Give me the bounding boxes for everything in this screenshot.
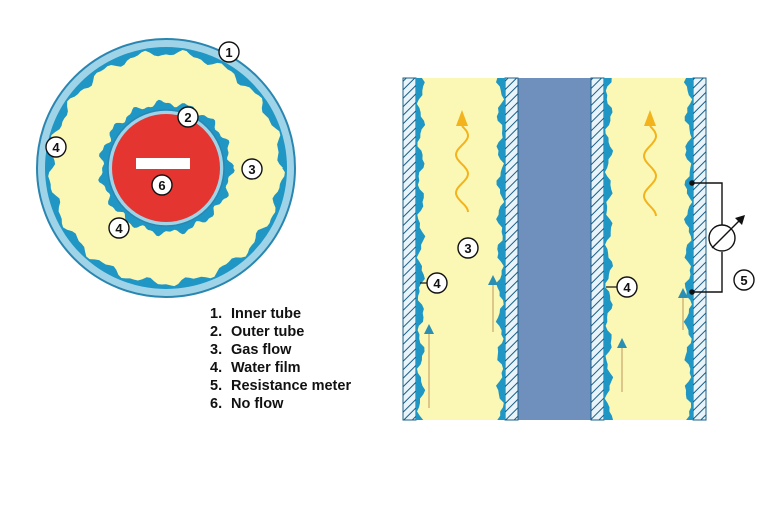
- callout-2: 2: [177, 106, 199, 128]
- water-film-strip: [604, 78, 614, 420]
- inner-tube-wall-right: [590, 77, 605, 421]
- callout-3-label: 3: [248, 162, 255, 177]
- outer-tube-wall-left: [402, 77, 417, 421]
- legend: 1. Inner tube 2. Outer tube 3. Gas flow …: [210, 306, 351, 412]
- callout-3-label: 3: [464, 241, 471, 256]
- resistance-meter: [689, 180, 745, 295]
- callout-4-cross-inner: 4: [108, 217, 130, 239]
- legend-label: Gas flow: [231, 342, 292, 358]
- inner-tube-wall-left: [504, 77, 519, 421]
- film-flow-arrowhead: [488, 275, 498, 285]
- legend-number: 4.: [210, 360, 222, 376]
- callout-4-long-right: 4: [606, 276, 638, 298]
- callout-4-label: 4: [115, 221, 123, 236]
- callout-6-label: 6: [158, 178, 165, 193]
- callout-3-long: 3: [457, 237, 479, 259]
- legend-number: 5.: [210, 378, 222, 394]
- legend-label: Water film: [231, 360, 301, 376]
- gas-flow-arrow: [642, 125, 658, 217]
- inner-tube-core: [518, 78, 591, 420]
- legend-item: 2. Outer tube: [210, 324, 304, 340]
- legend-label: Outer tube: [231, 324, 304, 340]
- callout-6: 6: [151, 174, 173, 196]
- legend-item: 1. Inner tube: [210, 306, 301, 322]
- callout-4-long-left: 4: [420, 272, 448, 294]
- legend-item: 5. Resistance meter: [210, 378, 351, 394]
- legend-label: Inner tube: [231, 306, 301, 322]
- gas-channel-right: [600, 78, 698, 420]
- callout-3-cross: 3: [241, 158, 263, 180]
- callout-4-label: 4: [623, 280, 631, 295]
- legend-item: 3. Gas flow: [210, 342, 292, 358]
- callout-4-cross-outer: 4: [45, 136, 67, 158]
- legend-number: 6.: [210, 396, 222, 412]
- legend-number: 1.: [210, 306, 222, 322]
- gas-flow-arrowhead: [456, 110, 468, 126]
- callout-5: 5: [733, 269, 755, 291]
- callout-4-label: 4: [433, 276, 441, 291]
- legend-number: 3.: [210, 342, 222, 358]
- film-flow-arrowhead: [424, 324, 434, 334]
- callout-5-label: 5: [740, 273, 747, 288]
- water-film-strip: [495, 78, 505, 420]
- gas-flow-arrow: [454, 125, 470, 213]
- water-film-strip: [683, 78, 693, 420]
- film-flow-arrowhead: [617, 338, 627, 348]
- legend-item: 4. Water film: [210, 360, 301, 376]
- water-film-strip: [416, 78, 426, 420]
- legend-label: No flow: [231, 396, 284, 412]
- callout-2-label: 2: [184, 110, 191, 125]
- film-flow-arrowhead: [678, 288, 688, 298]
- minus-sign-icon: [136, 158, 190, 169]
- longitudinal-section: 3 4 4 5: [402, 77, 755, 421]
- callout-4-label: 4: [52, 140, 60, 155]
- legend-number: 2.: [210, 324, 222, 340]
- outer-tube-wall-right: [692, 77, 707, 421]
- legend-item: 6. No flow: [210, 396, 284, 412]
- callout-1-label: 1: [225, 45, 232, 60]
- legend-label: Resistance meter: [231, 378, 351, 394]
- cross-section: 1 2 3 4 4 6: [36, 38, 296, 298]
- gas-flow-arrowhead: [644, 110, 656, 126]
- callout-1: 1: [218, 41, 240, 63]
